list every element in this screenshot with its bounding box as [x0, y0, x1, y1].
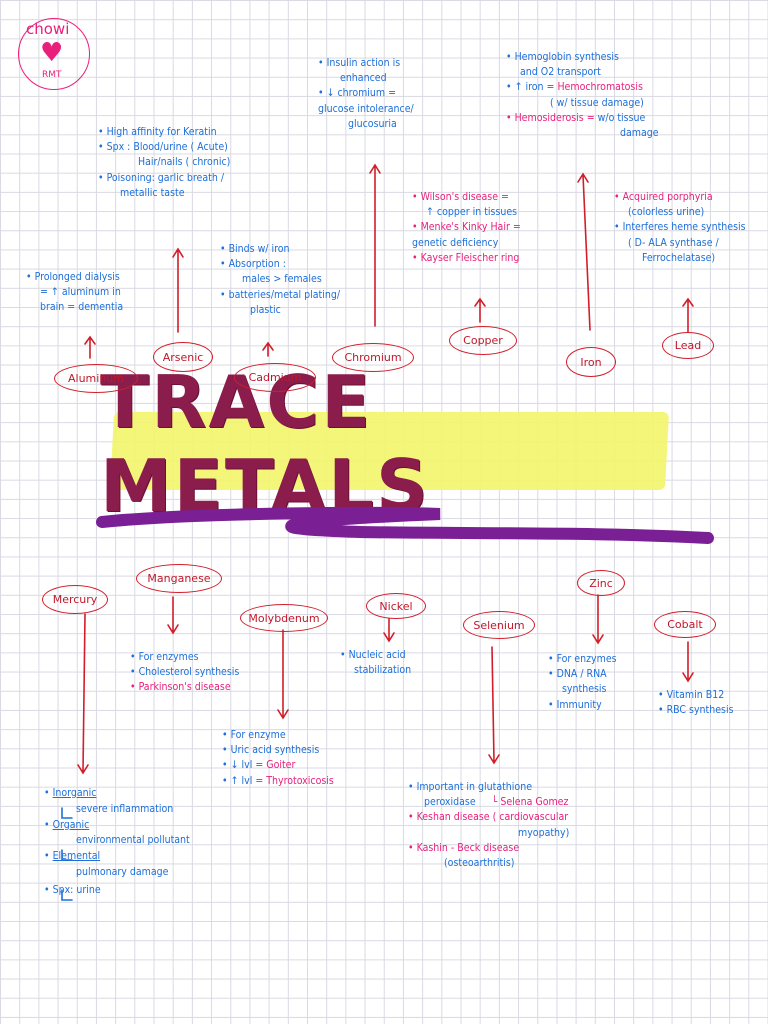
label-mercury: Mercury	[42, 585, 108, 614]
logo-text-top: chowi	[26, 20, 70, 38]
label-arsenic: Arsenic	[153, 342, 213, 372]
note-aluminum: • Prolonged dialysis = ↑ aluminum in bra…	[26, 271, 124, 314]
label-copper: Copper	[449, 326, 517, 355]
note-copper: • Wilson's disease = ↑ copper in tissues…	[412, 191, 521, 264]
logo-badge	[18, 18, 90, 90]
note-zinc: • For enzymes • DNA / RNA synthesis • Im…	[548, 653, 617, 711]
note-selenium: • Important in glutathione peroxidase└ S…	[408, 781, 570, 870]
note-arsenic: • High affinity for Keratin • Spx : Bloo…	[98, 126, 231, 199]
note-manganese: • For enzymes • Cholesterol synthesis • …	[130, 651, 240, 694]
note-molybdenum: • For enzyme • Uric acid synthesis • ↓ l…	[222, 729, 334, 787]
label-zinc: Zinc	[577, 570, 625, 596]
label-cadmium: Cadmium	[234, 363, 316, 392]
label-molybdenum: Molybdenum	[240, 604, 328, 632]
logo-text-bottom: RMT	[42, 70, 62, 80]
note-cadmium: • Binds w/ iron • Absorption : males > f…	[220, 243, 341, 316]
note-chromium: • Insulin action is enhanced • ↓ chromiu…	[318, 57, 414, 130]
heart-icon: ♥	[40, 38, 64, 68]
label-lead: Lead	[662, 332, 714, 359]
label-nickel: Nickel	[366, 593, 426, 619]
label-iron: Iron	[566, 347, 616, 377]
label-chromium: Chromium	[332, 343, 414, 372]
note-iron: • Hemoglobin synthesis and O2 transport …	[506, 51, 659, 140]
note-lead: • Acquired porphyria (colorless urine) •…	[614, 191, 746, 264]
label-selenium: Selenium	[463, 611, 535, 639]
label-aluminum: Aluminum	[54, 364, 138, 393]
note-cobalt: • Vitamin B12 • RBC synthesis	[658, 689, 734, 717]
note-nickel: • Nucleic acid stabilization	[340, 649, 412, 677]
label-manganese: Manganese	[136, 564, 222, 593]
label-cobalt: Cobalt	[654, 611, 716, 638]
note-mercury: • Inorganic severe inflammation • Organi…	[44, 787, 190, 896]
